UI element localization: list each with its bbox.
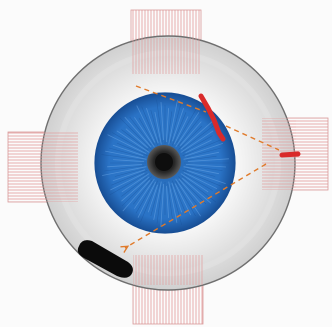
pupil — [147, 145, 181, 179]
